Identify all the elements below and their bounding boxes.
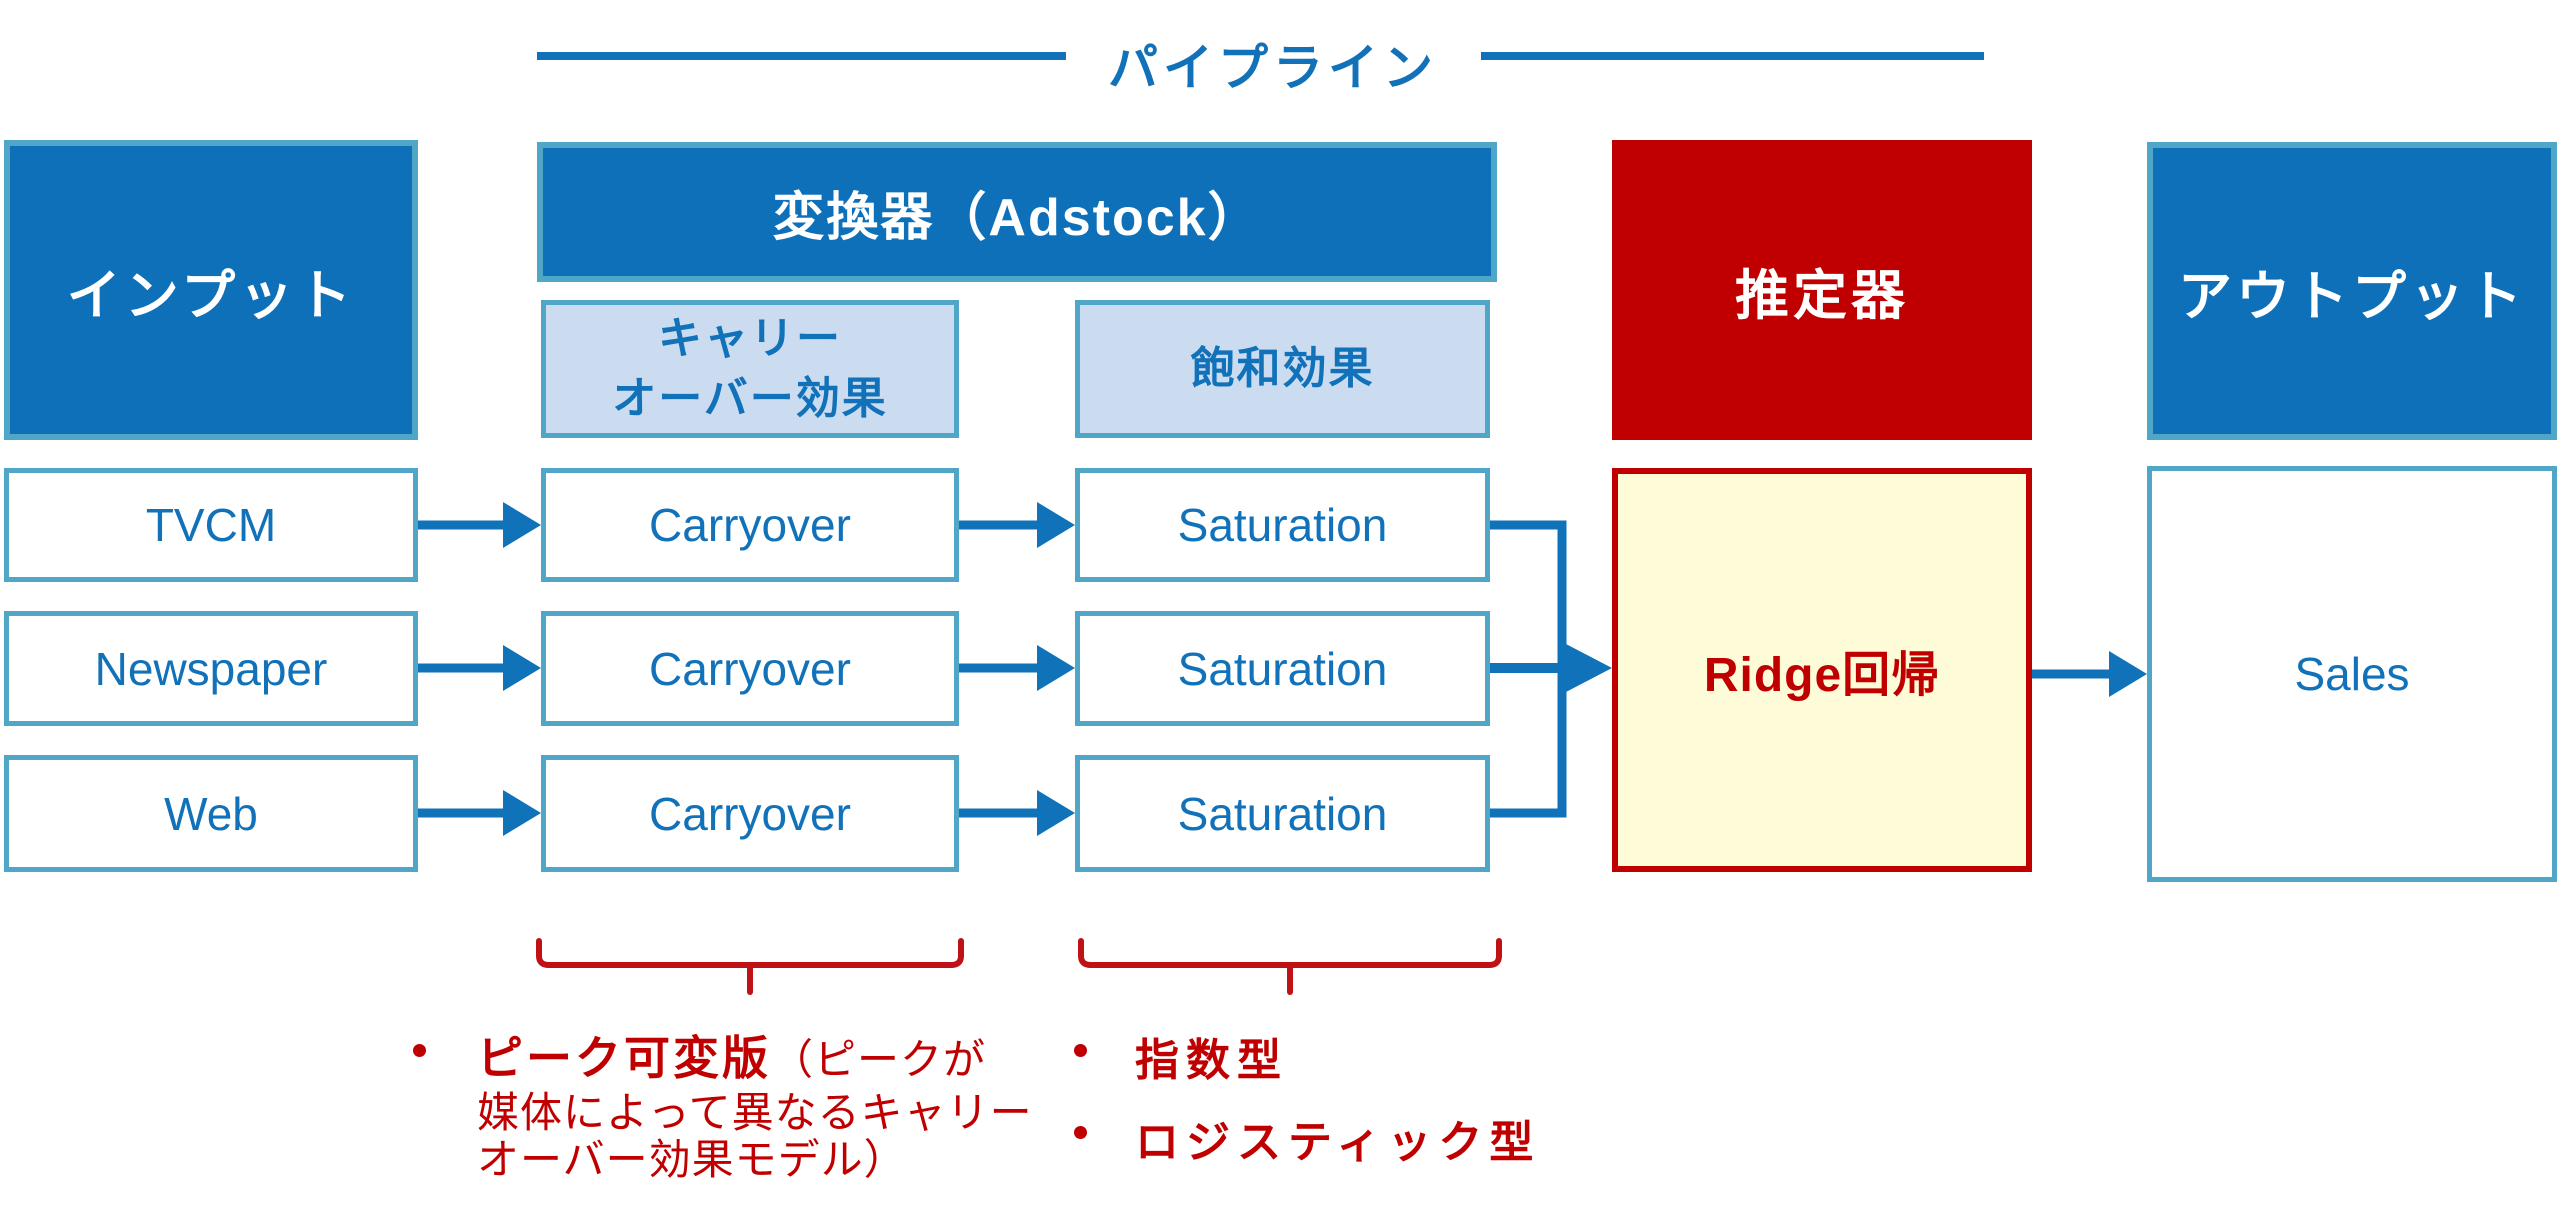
saturation-subheader-box: 飽和効果 <box>1075 300 1490 438</box>
saturation-brace <box>1078 938 1502 968</box>
carryover-note-bold: ピーク可変版 <box>477 1032 771 1084</box>
saturation-note-bullet-dot-2 <box>1074 1126 1087 1139</box>
carryover-node-label: Carryover <box>649 787 851 840</box>
saturation-note-2: ロジスティック型 <box>1135 1118 1541 1167</box>
saturation-node-3: Saturation <box>1075 755 1490 872</box>
carryover-note-bullet-dot <box>413 1044 426 1057</box>
carryover-note-line1: ピーク可変版（ピークが <box>477 1022 986 1088</box>
input-header-box: インプット <box>4 140 418 440</box>
carryover-node-3: Carryover <box>541 755 959 872</box>
input-node-newspaper: Newspaper <box>4 611 418 726</box>
carryover-note-rest: （ピークが <box>771 1036 987 1083</box>
saturation-node-label: Saturation <box>1177 642 1388 695</box>
merge-arrowhead <box>1566 644 1612 692</box>
input-node-label: Web <box>164 787 258 840</box>
saturation-node-label: Saturation <box>1177 787 1388 840</box>
saturation-subheader-label: 飽和効果 <box>1190 344 1375 393</box>
estimator-header-label: 推定器 <box>1735 265 1909 326</box>
carryover-node-label: Carryover <box>649 499 851 551</box>
input-node-web: Web <box>4 755 418 872</box>
transformer-header-box: 変換器（Adstock） <box>537 142 1497 282</box>
carryover-node-label: Carryover <box>649 642 851 695</box>
pipeline-title: パイプライン <box>1108 40 1438 96</box>
output-header-label: アウトプット <box>2178 266 2526 327</box>
carryover-note-line2: 媒体によって異なるキャリー <box>477 1089 1033 1136</box>
carryover-subheader-line2: オーバー効果 <box>612 374 888 423</box>
ridge-regression-node: Ridge回帰 <box>1612 468 2032 872</box>
merge-connector <box>1490 520 1612 818</box>
saturation-node-label: Saturation <box>1177 499 1388 551</box>
transformer-header-label: 変換器（Adstock） <box>772 188 1262 247</box>
sales-label: Sales <box>2294 648 2410 700</box>
input-node-label: TVCM <box>145 499 277 551</box>
saturation-node-1: Saturation <box>1075 468 1490 582</box>
carryover-node-2: Carryover <box>541 611 959 726</box>
output-header-box: アウトプット <box>2147 142 2557 440</box>
input-node-tvcm: TVCM <box>4 468 418 582</box>
arrows-carryover-to-saturation <box>959 502 1075 836</box>
input-node-label: Newspaper <box>94 642 328 695</box>
saturation-node-2: Saturation <box>1075 611 1490 726</box>
estimator-header-box: 推定器 <box>1612 140 2032 440</box>
carryover-subheader-line1: キャリー <box>658 314 842 363</box>
saturation-note-1: 指数型 <box>1135 1036 1288 1085</box>
ridge-regression-label: Ridge回帰 <box>1703 649 1941 702</box>
output-node-sales: Sales <box>2147 466 2557 882</box>
input-header-label: インプット <box>66 265 356 326</box>
braces <box>536 938 1502 995</box>
carryover-note-line3: オーバー効果モデル） <box>477 1136 907 1183</box>
saturation-note-bullet-dot-1 <box>1074 1044 1087 1057</box>
arrow-estimator-to-output <box>2032 651 2147 697</box>
carryover-subheader-box: キャリー オーバー効果 <box>541 300 959 438</box>
arrows-input-to-carryover <box>418 502 541 836</box>
carryover-node-1: Carryover <box>541 468 959 582</box>
carryover-brace <box>536 938 964 968</box>
